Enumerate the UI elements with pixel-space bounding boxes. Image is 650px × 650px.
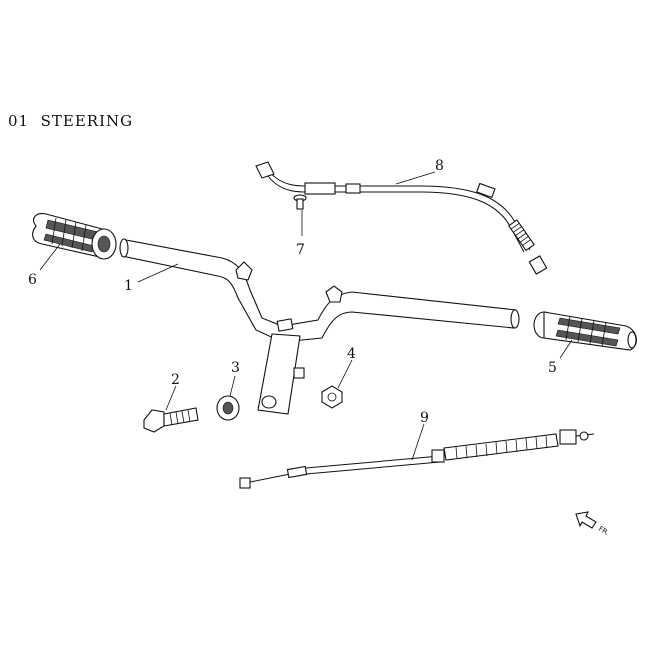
callout-9: 9: [420, 410, 429, 426]
callout-1: 1: [124, 278, 133, 294]
front-arrow-icon: [575, 511, 597, 529]
right-grip: [533, 311, 637, 351]
left-grip: [32, 213, 117, 260]
callout-8: 8: [435, 158, 444, 174]
callout-6: 6: [28, 272, 37, 288]
bolt: [143, 407, 199, 433]
nut: [321, 385, 343, 409]
front-label: FR.: [597, 525, 610, 537]
brake-cable: [239, 429, 595, 489]
callout-7: 7: [296, 242, 305, 258]
callout-5: 5: [548, 360, 557, 376]
collar: [216, 395, 240, 421]
page-title: 01 STEERING: [8, 112, 134, 130]
handlebar: [119, 238, 520, 415]
throttle-cable: [255, 161, 548, 275]
callout-4: 4: [347, 346, 356, 362]
callout-3: 3: [231, 360, 240, 376]
callout-2: 2: [171, 372, 180, 388]
leader-lines: [39, 171, 573, 461]
screw-part-7: [293, 194, 307, 210]
